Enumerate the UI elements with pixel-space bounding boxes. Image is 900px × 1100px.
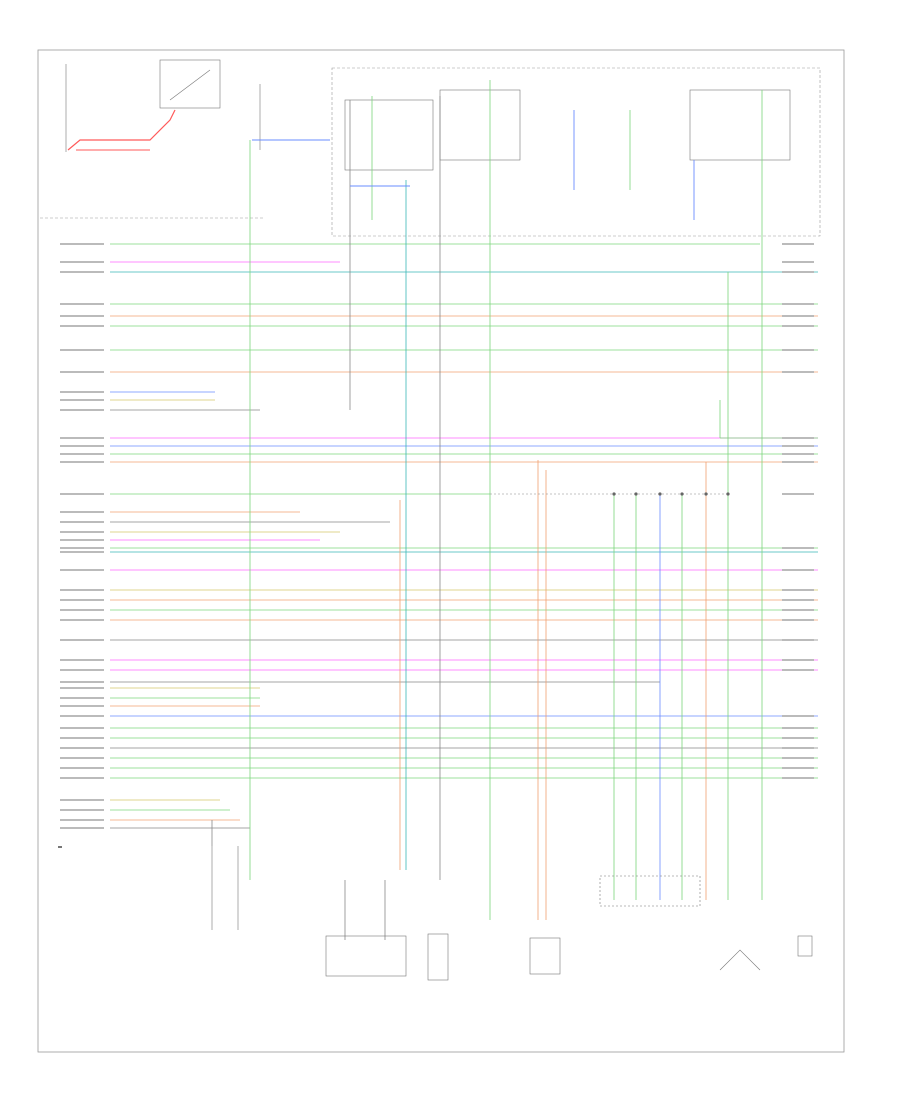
power-distribution-box xyxy=(331,67,821,237)
bottom-components xyxy=(211,846,813,981)
horizontal-wires xyxy=(110,243,818,829)
pcm-pin-column xyxy=(60,243,104,829)
right-connector-column xyxy=(782,243,814,779)
diagram-frame xyxy=(37,49,845,1053)
top-left-fuse-area xyxy=(65,59,261,152)
vertical-wires xyxy=(211,80,818,940)
pcm-label-block xyxy=(58,846,62,848)
relay-boxes xyxy=(344,89,791,171)
battery-feed-wire xyxy=(67,109,176,151)
splice-row xyxy=(490,492,730,496)
